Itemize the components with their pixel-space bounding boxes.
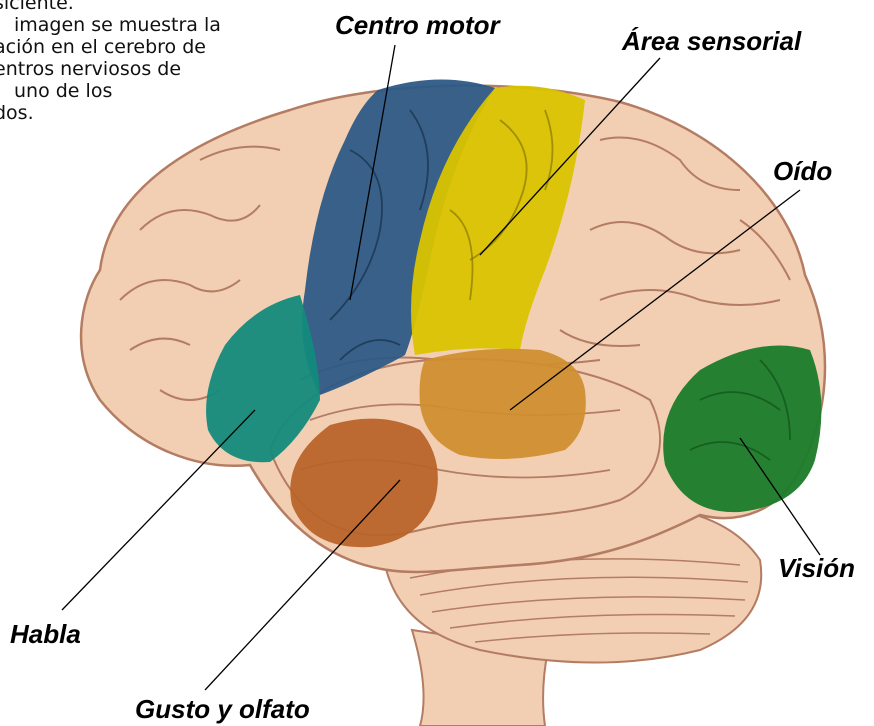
caption-line: ación en el cerebro de (0, 36, 206, 58)
caption-line: imagen se muestra la (14, 14, 221, 36)
leader-vision (739, 437, 821, 556)
motor-area (302, 79, 495, 395)
leader-gusto-olfato (204, 479, 401, 691)
leader-oido (509, 189, 801, 411)
caption-text: siciente. imagen se muestra la ación en … (0, 0, 284, 124)
label-oido: Oído (773, 156, 832, 186)
label-area-sensorial: Área sensorial (621, 26, 802, 56)
caption-line: entros nerviosos de (0, 58, 182, 80)
sensory-folds (449, 109, 554, 301)
label-gusto-olfato: Gusto y olfato (135, 694, 310, 724)
vision-area (663, 345, 822, 513)
caption-line: uno de los (14, 80, 113, 102)
caption-line: siciente. (0, 0, 74, 14)
vision-folds (689, 359, 791, 461)
label-habla: Habla (10, 619, 81, 649)
hearing-area (419, 348, 586, 459)
sensory-area (411, 85, 585, 355)
label-vision: Visión (778, 553, 855, 583)
leader-area-sensorial (479, 57, 661, 256)
taste-smell-area (290, 418, 438, 548)
leader-habla (61, 409, 256, 611)
label-centro-motor: Centro motor (335, 10, 502, 40)
leader-lines (61, 44, 821, 691)
caption-line: dos. (0, 102, 34, 124)
speech-area (206, 295, 320, 463)
leader-centro-motor (349, 44, 396, 301)
